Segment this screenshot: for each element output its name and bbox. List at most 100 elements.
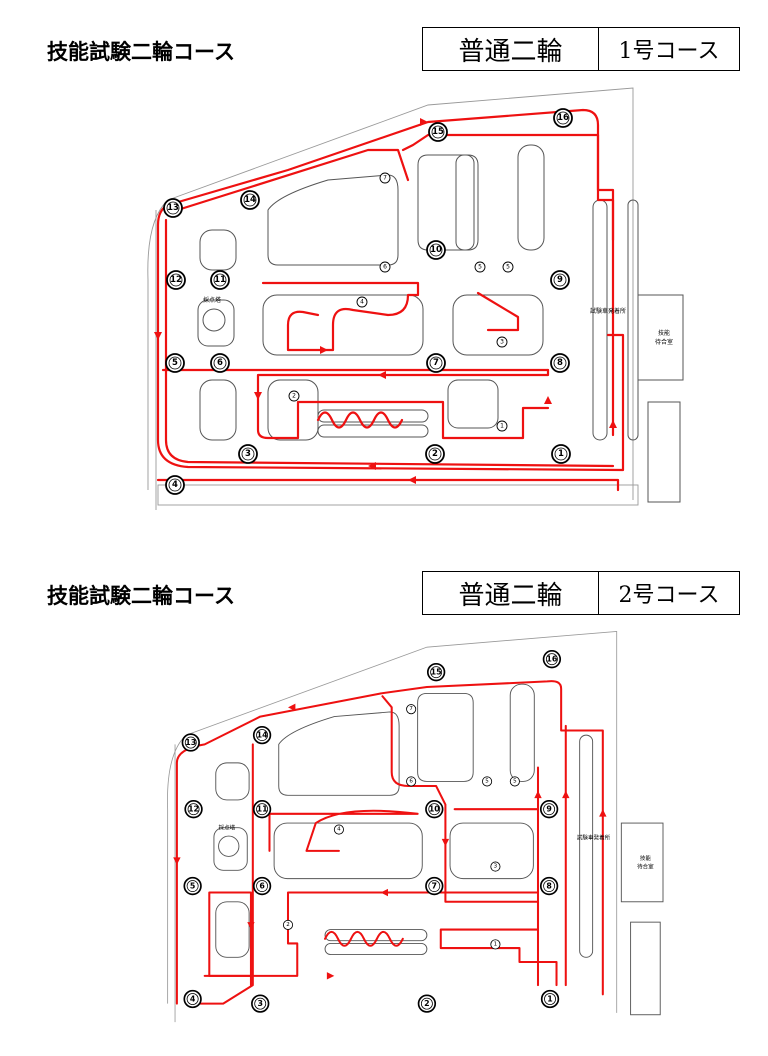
- svg-text:12: 12: [188, 805, 199, 814]
- checkpoint-14: 14: [252, 725, 272, 745]
- checkpoint-3: 3: [251, 994, 270, 1013]
- checkpoint-8: 8: [539, 876, 559, 896]
- checkpoint-15: 15: [428, 122, 448, 142]
- checkpoint-14: 14: [240, 190, 260, 210]
- course-panel-1: 技能試験二輪コース 普通二輪 1号コース: [0, 0, 768, 512]
- route-arrows: [173, 703, 607, 980]
- marker-6: 6: [379, 261, 391, 273]
- checkpoint-6: 6: [210, 353, 230, 373]
- marker-3: 3: [490, 861, 501, 872]
- signal-tower-label: 採点塔: [203, 296, 221, 304]
- svg-text:4: 4: [172, 480, 178, 490]
- svg-text:9: 9: [546, 805, 551, 814]
- checkpoint-5: 5: [183, 876, 202, 896]
- exam-office-label: 試験車発着所: [577, 834, 611, 842]
- svg-text:2: 2: [424, 999, 429, 1008]
- small-markers: 7 6 5 5 4 3 2 1: [282, 704, 520, 950]
- marker-7: 7: [379, 172, 391, 184]
- marker-5a: 5: [474, 261, 486, 273]
- svg-text:4: 4: [360, 299, 364, 306]
- svg-text:16: 16: [546, 655, 557, 664]
- checkpoint-15: 15: [426, 662, 446, 682]
- svg-text:3: 3: [245, 449, 251, 459]
- small-markers: 7 6 5 5 4 3 2 1: [288, 172, 514, 432]
- marker-7: 7: [406, 704, 417, 715]
- checkpoint-2: 2: [425, 444, 445, 464]
- svg-text:10: 10: [429, 805, 440, 814]
- checkpoint-11: 11: [252, 800, 272, 819]
- svg-text:3: 3: [494, 864, 498, 870]
- svg-text:16: 16: [557, 113, 569, 123]
- checkpoint-markers: 16 15 14 13 12 11 10 9 8 7 6 5 4 3 2 1: [181, 650, 562, 1013]
- checkpoint-3: 3: [238, 444, 258, 464]
- svg-text:5: 5: [485, 778, 489, 784]
- svg-text:1: 1: [547, 995, 552, 1004]
- svg-text:12: 12: [170, 275, 182, 285]
- checkpoint-4: 4: [165, 475, 185, 495]
- waiting-room-label-2: 待合室: [655, 338, 673, 346]
- marker-4: 4: [333, 824, 344, 835]
- svg-text:8: 8: [546, 882, 551, 891]
- svg-text:15: 15: [431, 668, 442, 677]
- svg-text:14: 14: [244, 195, 256, 205]
- svg-text:13: 13: [167, 203, 179, 213]
- svg-text:3: 3: [500, 339, 504, 346]
- course-label-box: 普通二輪 2号コース: [422, 571, 740, 615]
- map-base: [167, 630, 664, 1023]
- svg-text:7: 7: [433, 358, 439, 368]
- map-base: [147, 87, 684, 510]
- exam-office-label: 試験車発着所: [590, 307, 626, 315]
- svg-text:9: 9: [557, 275, 563, 285]
- svg-text:10: 10: [430, 245, 442, 255]
- svg-text:11: 11: [257, 805, 268, 814]
- checkpoint-5: 5: [165, 353, 185, 373]
- checkpoint-13: 13: [163, 198, 183, 218]
- course-number-label: 2号コース: [618, 583, 720, 608]
- marker-5b: 5: [509, 776, 520, 787]
- checkpoint-markers: 16 15 14 13 12 11 10 9 8 7 6 5 4 3 2 1: [163, 108, 573, 495]
- svg-text:1: 1: [500, 423, 504, 430]
- license-class-label: 普通二輪: [423, 572, 599, 614]
- svg-text:13: 13: [185, 738, 196, 747]
- svg-text:6: 6: [217, 358, 223, 368]
- checkpoint-1: 1: [540, 989, 560, 1009]
- waiting-room-label-1: 技能: [658, 329, 670, 337]
- marker-1: 1: [490, 939, 501, 950]
- svg-text:5: 5: [513, 778, 517, 784]
- svg-text:3: 3: [257, 999, 262, 1008]
- svg-text:6: 6: [259, 882, 265, 891]
- course-label-box: 普通二輪 1号コース: [422, 27, 740, 71]
- marker-4: 4: [356, 296, 368, 308]
- signal-tower-label: 採点塔: [219, 824, 236, 832]
- svg-text:4: 4: [337, 827, 341, 833]
- checkpoint-12: 12: [166, 270, 186, 290]
- checkpoint-9: 9: [550, 270, 570, 290]
- svg-text:1: 1: [494, 941, 498, 947]
- checkpoint-12: 12: [184, 800, 203, 819]
- svg-text:11: 11: [214, 275, 226, 285]
- svg-text:5: 5: [506, 264, 510, 271]
- svg-text:6: 6: [383, 264, 387, 271]
- checkpoint-10: 10: [425, 800, 444, 819]
- checkpoint-11: 11: [210, 270, 230, 290]
- marker-6: 6: [406, 776, 417, 787]
- checkpoint-8: 8: [550, 353, 570, 373]
- waiting-room-label-2: 待合室: [637, 862, 654, 870]
- svg-text:2: 2: [432, 449, 438, 459]
- svg-text:7: 7: [432, 882, 437, 891]
- svg-text:4: 4: [190, 995, 196, 1004]
- marker-3: 3: [496, 336, 508, 348]
- svg-text:5: 5: [172, 358, 178, 368]
- svg-text:14: 14: [257, 731, 268, 740]
- checkpoint-10: 10: [426, 240, 446, 260]
- svg-text:5: 5: [190, 882, 195, 891]
- course-panel-2: 技能試験二輪コース 普通二輪 2号コース: [0, 544, 768, 1056]
- checkpoint-2: 2: [417, 994, 437, 1013]
- marker-1: 1: [496, 420, 508, 432]
- checkpoint-7: 7: [425, 876, 444, 896]
- course-route: [156, 108, 625, 492]
- course-title: 技能試験二輪コース: [47, 40, 235, 64]
- checkpoint-6: 6: [252, 876, 272, 896]
- checkpoint-1: 1: [551, 444, 571, 464]
- svg-text:7: 7: [383, 175, 387, 182]
